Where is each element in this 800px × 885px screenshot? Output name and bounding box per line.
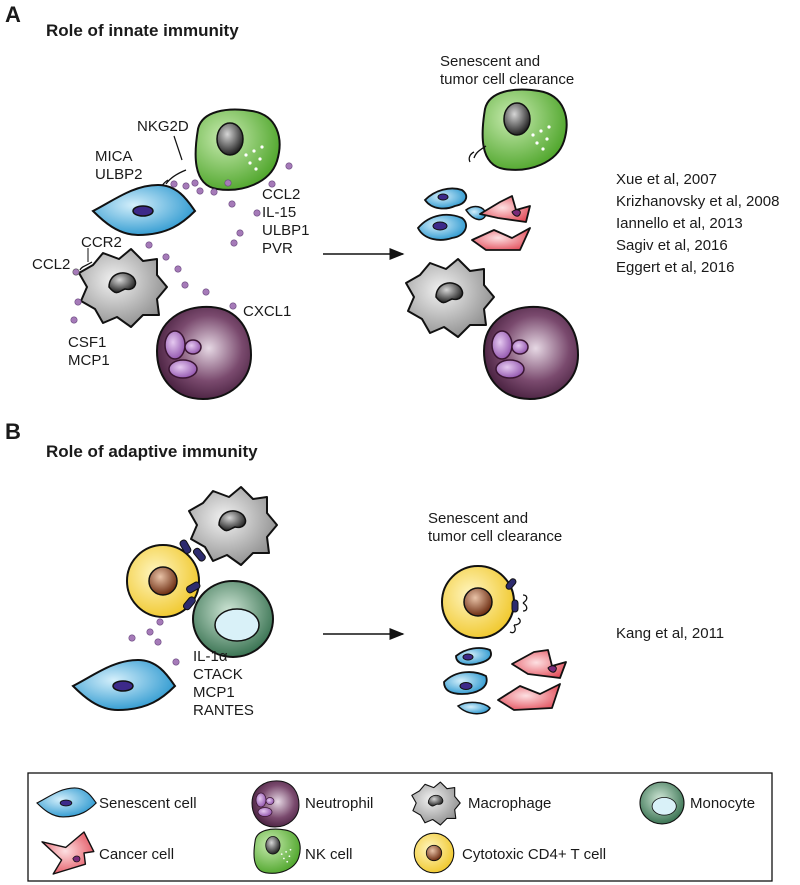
ref-a-1: Xue et al, 2007 xyxy=(616,171,717,188)
label-nkg2d: NKG2D xyxy=(137,118,189,135)
label-mica: MICA xyxy=(95,148,133,165)
ref-a-2: Krizhanovsky et al, 2008 xyxy=(616,193,780,210)
clearance-a-line1: Senescent and xyxy=(440,53,541,70)
nkg2d-pointer xyxy=(173,135,183,161)
label-ctack: CTACK xyxy=(193,666,243,683)
macrophage-clearance xyxy=(405,258,495,338)
label-csf1: CSF1 xyxy=(68,334,107,351)
senescent-debris-a xyxy=(416,187,487,241)
panel-b-label: B xyxy=(5,419,21,444)
nkg2d-receptor xyxy=(165,169,187,185)
panel-a-label: A xyxy=(5,2,21,27)
ref-a-3: Iannello et al, 2013 xyxy=(616,215,743,232)
t-cell-clearance xyxy=(441,565,515,639)
cancer-debris-a xyxy=(471,195,531,251)
panel-a-title: Role of innate immunity xyxy=(46,21,239,40)
nk-cell xyxy=(194,108,281,191)
label-ulbp1: ULBP1 xyxy=(262,222,310,239)
ref-a-5: Eggert et al, 2016 xyxy=(616,259,735,276)
legend-senescent-label: Senescent cell xyxy=(99,795,197,812)
ccr2-receptor xyxy=(79,261,93,271)
nk-cell-clearance xyxy=(481,88,568,171)
ref-b-1: Kang et al, 2011 xyxy=(616,625,725,642)
clearance-b-line2: tumor cell clearance xyxy=(428,528,563,545)
label-ccl2-left: CCL2 xyxy=(32,256,71,273)
label-il15: IL-15 xyxy=(262,204,297,221)
cancer-debris-b xyxy=(497,649,567,711)
neutrophil-clearance xyxy=(483,305,579,400)
legend-nk-label: NK cell xyxy=(305,846,353,863)
legend-cancer-label: Cancer cell xyxy=(99,846,175,863)
legend-macrophage-label: Macrophage xyxy=(468,795,552,812)
clearance-b-line1: Senescent and xyxy=(428,510,529,527)
panel-b-title: Role of adaptive immunity xyxy=(46,442,258,461)
neutrophil xyxy=(156,305,252,400)
cytokine-dots-a xyxy=(70,162,293,324)
label-ccl2: CCL2 xyxy=(262,186,301,203)
senescent-debris-b xyxy=(443,647,492,715)
label-ulbp2: ULBP2 xyxy=(95,166,143,183)
senescent-cell-b xyxy=(72,659,176,711)
label-mcp1: MCP1 xyxy=(68,352,110,369)
legend-neutrophil-icon xyxy=(251,780,300,828)
legend-neutrophil-label: Neutrophil xyxy=(305,795,374,812)
label-pvr: PVR xyxy=(262,240,293,257)
label-il1a: IL-1α xyxy=(193,648,228,665)
legend-monocyte-label: Monocyte xyxy=(690,795,756,812)
synapse-receptors-b xyxy=(179,539,206,611)
legend-tcell-icon xyxy=(413,832,455,874)
monocyte-b xyxy=(192,580,274,658)
legend-tcell-label: Cytotoxic CD4+ T cell xyxy=(462,846,607,863)
label-cxcl1: CXCL1 xyxy=(243,303,292,320)
label-ccr2: CCR2 xyxy=(81,234,122,251)
ref-a-4: Sagiv et al, 2016 xyxy=(616,237,728,254)
senescent-cell xyxy=(92,184,196,236)
cytokine-dots-b xyxy=(128,618,180,666)
macrophage xyxy=(78,248,168,328)
label-mcp1-b: MCP1 xyxy=(193,684,235,701)
legend-monocyte-icon xyxy=(639,781,685,825)
legend-nk-icon xyxy=(253,828,301,874)
label-rantes: RANTES xyxy=(193,702,254,719)
clearance-a-line2: tumor cell clearance xyxy=(440,71,575,88)
